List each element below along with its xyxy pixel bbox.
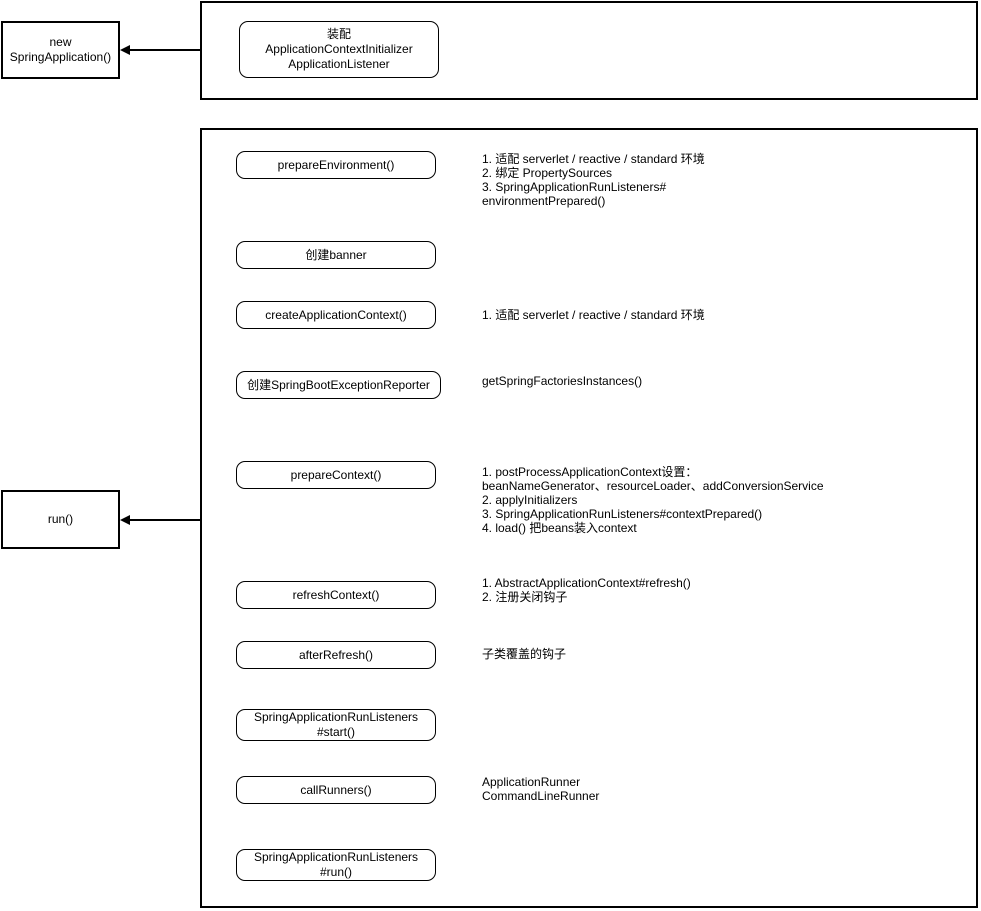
step-runlisteners-run: SpringApplicationRunListeners #run() (236, 849, 436, 881)
notes-prepare-environment: 1. 适配 serverlet / reactive / standard 环境… (482, 152, 705, 208)
run-phase-container (200, 128, 978, 908)
step-refresh-context: refreshContext() (236, 581, 436, 609)
step-call-runners: callRunners() (236, 776, 436, 804)
node-new-springapplication: new SpringApplication() (1, 21, 120, 79)
step-create-banner: 创建banner (236, 241, 436, 269)
arrow-head-icon (120, 515, 130, 525)
constructor-phase-container (200, 1, 978, 100)
node-run: run() (1, 490, 120, 549)
step-prepare-context: prepareContext() (236, 461, 436, 489)
step-after-refresh: afterRefresh() (236, 641, 436, 669)
step-create-application-context: createApplicationContext() (236, 301, 436, 329)
notes-call-runners: ApplicationRunner CommandLineRunner (482, 775, 600, 803)
notes-create-application-context: 1. 适配 serverlet / reactive / standard 环境 (482, 308, 705, 322)
notes-create-springboot-exception-reporter: getSpringFactoriesInstances() (482, 374, 643, 388)
step-runlisteners-start: SpringApplicationRunListeners #start() (236, 709, 436, 741)
arrow-line (129, 519, 200, 521)
step-prepare-environment: prepareEnvironment() (236, 151, 436, 179)
notes-after-refresh: 子类覆盖的钩子 (482, 647, 567, 661)
notes-refresh-context: 1. AbstractApplicationContext#refresh() … (482, 576, 691, 604)
notes-prepare-context: 1. postProcessApplicationContext设置： bean… (482, 465, 824, 535)
step-create-springboot-exception-reporter: 创建SpringBootExceptionReporter (236, 371, 441, 399)
node-assemble-initializers-listeners: 装配 ApplicationContextInitializer Applica… (239, 21, 439, 78)
arrow-line (129, 49, 200, 51)
arrow-head-icon (120, 45, 130, 55)
